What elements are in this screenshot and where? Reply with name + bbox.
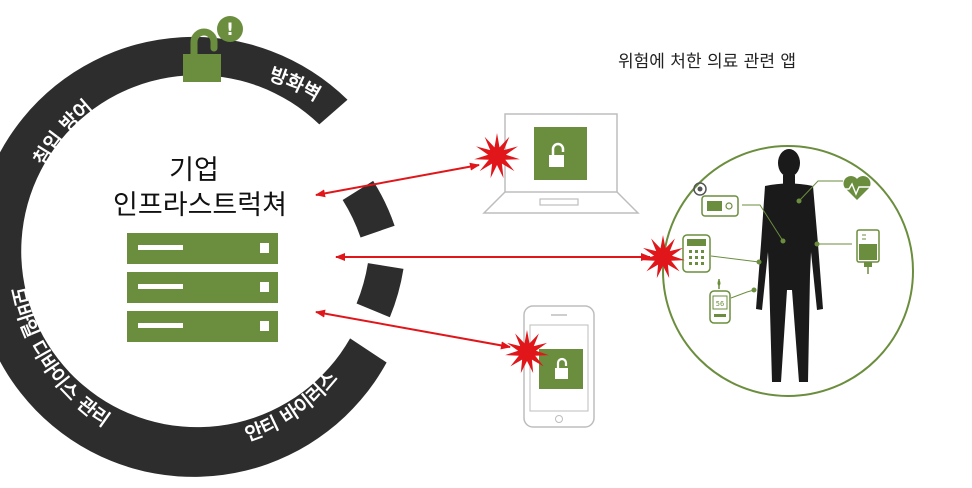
heart-rate-icon (838, 176, 876, 200)
unlocked-padlock-icon (549, 142, 565, 167)
arrow-to-laptop (315, 162, 480, 198)
enterprise-label-line1: 기업 (169, 155, 219, 186)
server-stack-icon (127, 233, 278, 342)
server-unit (127, 233, 278, 264)
starburst-icon (474, 133, 520, 179)
connector-dots (751, 198, 820, 293)
svg-text:!: ! (226, 20, 234, 40)
insulin-pump-icon (693, 182, 739, 217)
human-body-icon (756, 149, 823, 382)
smartphone-icon (523, 305, 595, 428)
unlocked-padlock-icon (183, 28, 221, 82)
connector-lines (710, 180, 852, 299)
glucose-meter-icon: 56 (709, 279, 731, 324)
enterprise-label-line2: 인프라스트럭쳐 (113, 190, 287, 221)
alert-icon: ! (217, 16, 243, 42)
medical-apps-circle (662, 145, 914, 397)
phone-device-icon (682, 234, 711, 273)
arrow-to-phone (315, 309, 511, 350)
glucose-reading: 56 (716, 300, 724, 308)
medical-apps-title: 위험에 처한 의료 관련 앱 (618, 52, 796, 72)
starburst-icon (505, 330, 549, 374)
server-unit (127, 311, 278, 342)
iv-bag-icon (856, 229, 880, 274)
attack-arrows (315, 162, 651, 350)
unlocked-padlock-icon (555, 357, 568, 379)
starburst-icon (641, 235, 685, 279)
server-unit (127, 272, 278, 303)
